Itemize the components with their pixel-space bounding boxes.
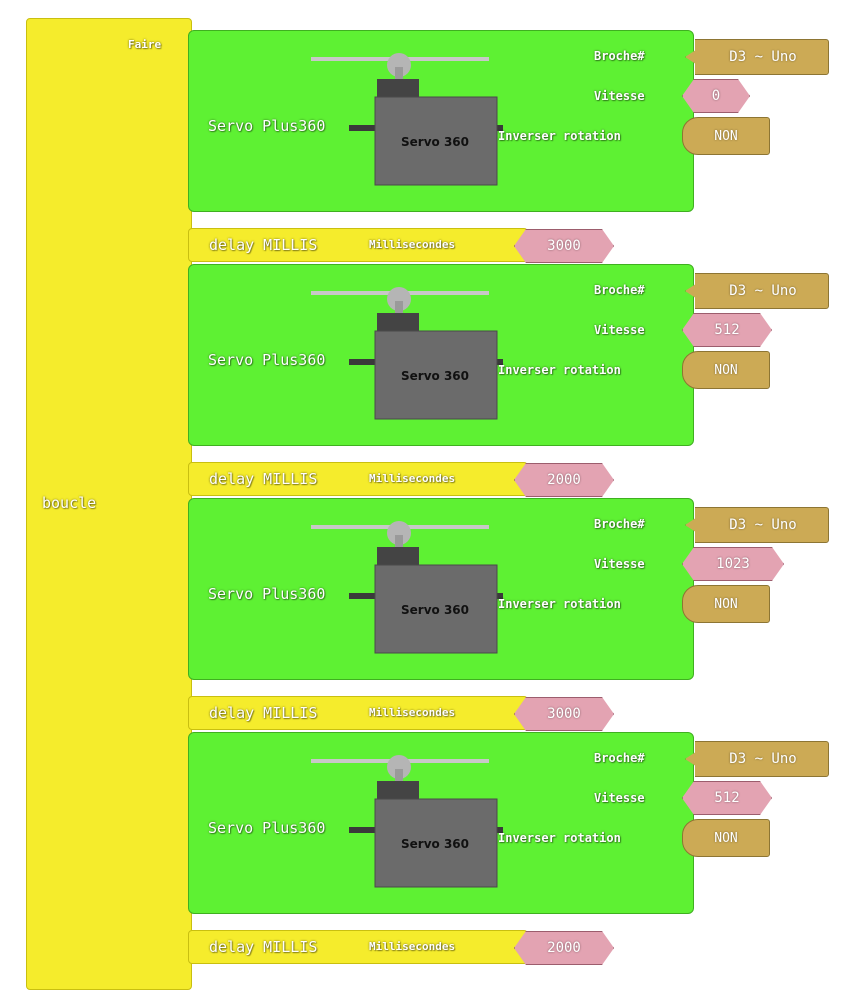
delay-block[interactable]: delay MILLIS Millisecondes 2000 [188, 462, 528, 496]
inverser-label: Inverser rotation [498, 363, 621, 377]
servo-title: Servo Plus360 [208, 585, 326, 603]
loop-label: boucle [42, 494, 97, 512]
loop-block[interactable] [26, 18, 192, 990]
delay-block[interactable]: delay MILLIS Millisecondes 2000 [188, 930, 528, 964]
inverser-dropdown[interactable]: NON [682, 351, 770, 389]
delay-ms-label: Millisecondes [369, 940, 456, 953]
servo-motor-icon [311, 755, 503, 888]
delay-block[interactable]: delay MILLIS Millisecondes 3000 [188, 696, 528, 730]
broche-label: Broche# [594, 49, 645, 63]
vitesse-label: Vitesse [594, 89, 645, 103]
vitesse-input[interactable]: 512 [682, 313, 772, 347]
delay-ms-input[interactable]: 2000 [514, 463, 614, 497]
servo-block[interactable]: Servo 360 Servo Plus360 Broche# D3 ~ Uno… [188, 732, 829, 914]
servo-image-caption: Servo 360 [401, 369, 469, 383]
delay-title: delay MILLIS [209, 470, 318, 488]
delay-ms-input[interactable]: 3000 [514, 697, 614, 731]
vitesse-input[interactable]: 1023 [682, 547, 784, 581]
delay-ms-input[interactable]: 2000 [514, 931, 614, 965]
delay-title: delay MILLIS [209, 236, 318, 254]
servo-image-caption: Servo 360 [401, 135, 469, 149]
inverser-label: Inverser rotation [498, 597, 621, 611]
vitesse-label: Vitesse [594, 323, 645, 337]
delay-ms-label: Millisecondes [369, 472, 456, 485]
servo-title: Servo Plus360 [208, 117, 326, 135]
inverser-dropdown[interactable]: NON [682, 117, 770, 155]
broche-dropdown[interactable]: D3 ~ Uno [685, 273, 829, 309]
servo-motor-icon [311, 53, 503, 186]
servo-block[interactable]: Servo 360 Servo Plus360 Broche# D3 ~ Uno… [188, 264, 829, 446]
servo-block[interactable]: Servo 360 Servo Plus360 Broche# D3 ~ Uno… [188, 498, 829, 680]
servo-title: Servo Plus360 [208, 819, 326, 837]
delay-ms-label: Millisecondes [369, 706, 456, 719]
delay-title: delay MILLIS [209, 938, 318, 956]
delay-title: delay MILLIS [209, 704, 318, 722]
broche-label: Broche# [594, 517, 645, 531]
loop-do-label: Faire [128, 38, 162, 51]
delay-ms-label: Millisecondes [369, 238, 456, 251]
servo-motor-icon [311, 521, 503, 654]
inverser-dropdown[interactable]: NON [682, 585, 770, 623]
delay-ms-input[interactable]: 3000 [514, 229, 614, 263]
broche-dropdown[interactable]: D3 ~ Uno [685, 507, 829, 543]
vitesse-label: Vitesse [594, 791, 645, 805]
broche-label: Broche# [594, 283, 645, 297]
broche-dropdown[interactable]: D3 ~ Uno [685, 39, 829, 75]
vitesse-input[interactable]: 512 [682, 781, 772, 815]
inverser-label: Inverser rotation [498, 129, 621, 143]
vitesse-label: Vitesse [594, 557, 645, 571]
servo-image-caption: Servo 360 [401, 837, 469, 851]
servo-motor-icon [311, 287, 503, 420]
servo-block[interactable]: Servo 360 Servo Plus360 Broche# D3 ~ Uno… [188, 30, 829, 212]
inverser-dropdown[interactable]: NON [682, 819, 770, 857]
servo-image-caption: Servo 360 [401, 603, 469, 617]
vitesse-input[interactable]: 0 [682, 79, 750, 113]
broche-label: Broche# [594, 751, 645, 765]
servo-title: Servo Plus360 [208, 351, 326, 369]
broche-dropdown[interactable]: D3 ~ Uno [685, 741, 829, 777]
delay-block[interactable]: delay MILLIS Millisecondes 3000 [188, 228, 528, 262]
inverser-label: Inverser rotation [498, 831, 621, 845]
